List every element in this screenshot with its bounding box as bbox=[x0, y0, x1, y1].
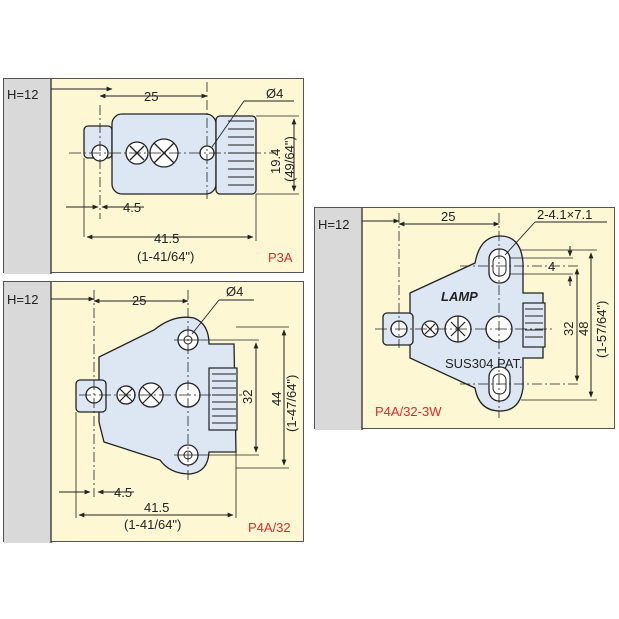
panel-p4a-32: H=12 bbox=[3, 281, 304, 543]
dim-width-in: (1-41/64") bbox=[124, 517, 181, 532]
side-label: H=12 bbox=[318, 217, 349, 232]
dim-32: 32 bbox=[561, 322, 576, 336]
dim-hole: Ø4 bbox=[266, 86, 283, 101]
dim-4: 4 bbox=[548, 259, 555, 274]
mounting-wall bbox=[4, 282, 51, 543]
dim-25: 25 bbox=[132, 293, 146, 308]
panel-p3a: H=12 25 bbox=[3, 78, 304, 274]
stamp-text: SUS304 PAT. bbox=[445, 356, 523, 371]
p4a32-plate bbox=[75, 316, 238, 475]
dim-4-5: 4.5 bbox=[114, 485, 132, 500]
dim-width-mm: 41.5 bbox=[154, 231, 179, 246]
p3a-plate bbox=[83, 113, 257, 195]
model-label: P3A bbox=[268, 250, 293, 265]
dim-25: 25 bbox=[441, 209, 455, 224]
dim-32: 32 bbox=[240, 390, 255, 404]
mounting-wall bbox=[315, 208, 362, 430]
dim-slot: 2-4.1×7.1 bbox=[537, 208, 592, 222]
p4a323w-plate bbox=[382, 235, 546, 412]
dim-height-in: (49/64") bbox=[282, 136, 297, 182]
dim-hole: Ø4 bbox=[226, 284, 243, 299]
p4a323w-drawing: H=12 LAMP SUS304 PAT. bbox=[315, 208, 609, 430]
dim-25: 25 bbox=[144, 89, 158, 104]
dim-44-mm: 44 bbox=[269, 392, 284, 406]
dim-width-mm: 41.5 bbox=[144, 500, 169, 515]
dim-44-in: (1-47/64") bbox=[284, 375, 299, 432]
mounting-wall bbox=[4, 79, 51, 274]
dim-width-in: (1-41/64") bbox=[137, 249, 194, 264]
dim-4-5: 4.5 bbox=[123, 200, 141, 215]
side-label: H=12 bbox=[7, 87, 38, 102]
panel-p4a-32-3w: H=12 LAMP SUS304 PAT. bbox=[314, 207, 615, 430]
p3a-drawing: H=12 25 bbox=[4, 79, 299, 274]
model-label: P4A/32-3W bbox=[375, 404, 442, 419]
model-label: P4A/32 bbox=[248, 520, 291, 535]
dim-48-in: (1-57/64") bbox=[594, 301, 609, 358]
stamp-brand: LAMP bbox=[441, 289, 478, 304]
p4a32-drawing: H=12 bbox=[4, 282, 299, 543]
side-label: H=12 bbox=[7, 292, 38, 307]
dim-height-mm: 19.4 bbox=[268, 149, 283, 174]
dim-48-mm: 48 bbox=[576, 322, 591, 336]
